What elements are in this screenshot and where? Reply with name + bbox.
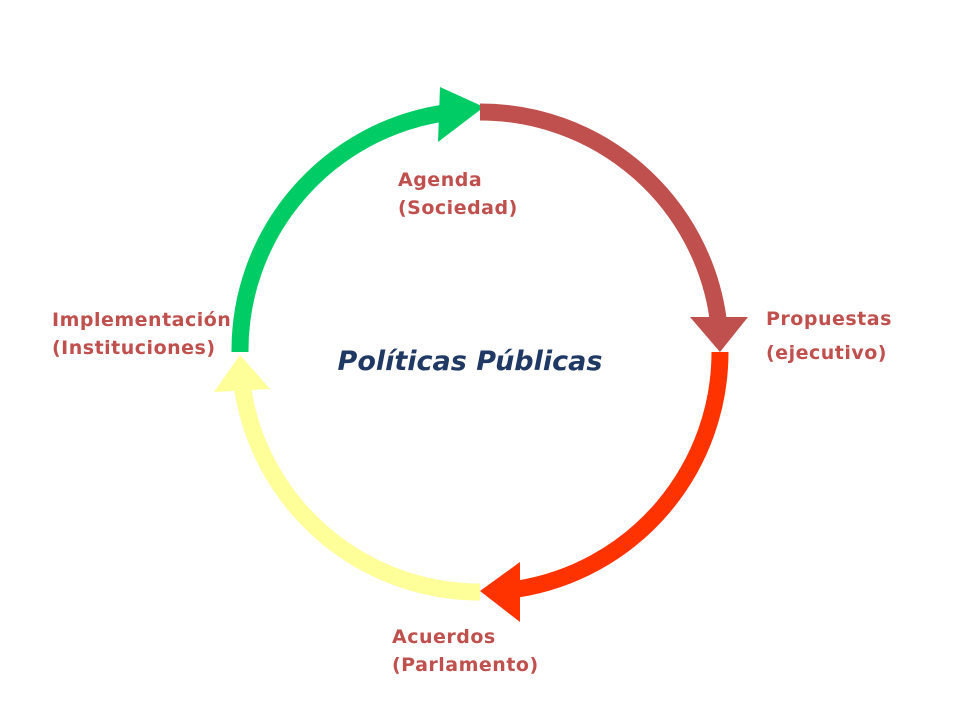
stage-label-propuestas: Propuestas (ejecutivo) bbox=[766, 302, 892, 370]
stage-name: Acuerdos bbox=[392, 626, 496, 648]
stage-actor: (Sociedad) bbox=[398, 197, 518, 219]
arrow-agenda-to-propuestas bbox=[479, 103, 727, 320]
diagram-title: Políticas Públicas bbox=[337, 346, 603, 377]
stage-name: Agenda bbox=[398, 169, 483, 191]
stage-label-agenda: Agenda (Sociedad) bbox=[398, 166, 518, 222]
arrowhead-acuerdos bbox=[480, 562, 520, 622]
arrow-propuestas-to-acuerdos bbox=[516, 351, 729, 598]
arrowhead-propuestas bbox=[690, 317, 748, 352]
stage-label-acuerdos: Acuerdos (Parlamento) bbox=[392, 623, 539, 679]
arrowhead-implementacion bbox=[214, 355, 270, 392]
arrow-acuerdos-to-implementacion bbox=[233, 382, 481, 601]
stage-name: Propuestas bbox=[766, 308, 892, 330]
stage-label-implementacion: Implementación (Instituciones) bbox=[52, 306, 231, 362]
stage-actor: (Instituciones) bbox=[52, 337, 216, 359]
stage-actor: (Parlamento) bbox=[392, 654, 539, 676]
stage-actor: (ejecutivo) bbox=[766, 342, 887, 364]
arrowhead-agenda bbox=[438, 87, 484, 142]
stage-name: Implementación bbox=[52, 309, 232, 331]
arrow-implementacion-to-agenda bbox=[231, 104, 446, 353]
